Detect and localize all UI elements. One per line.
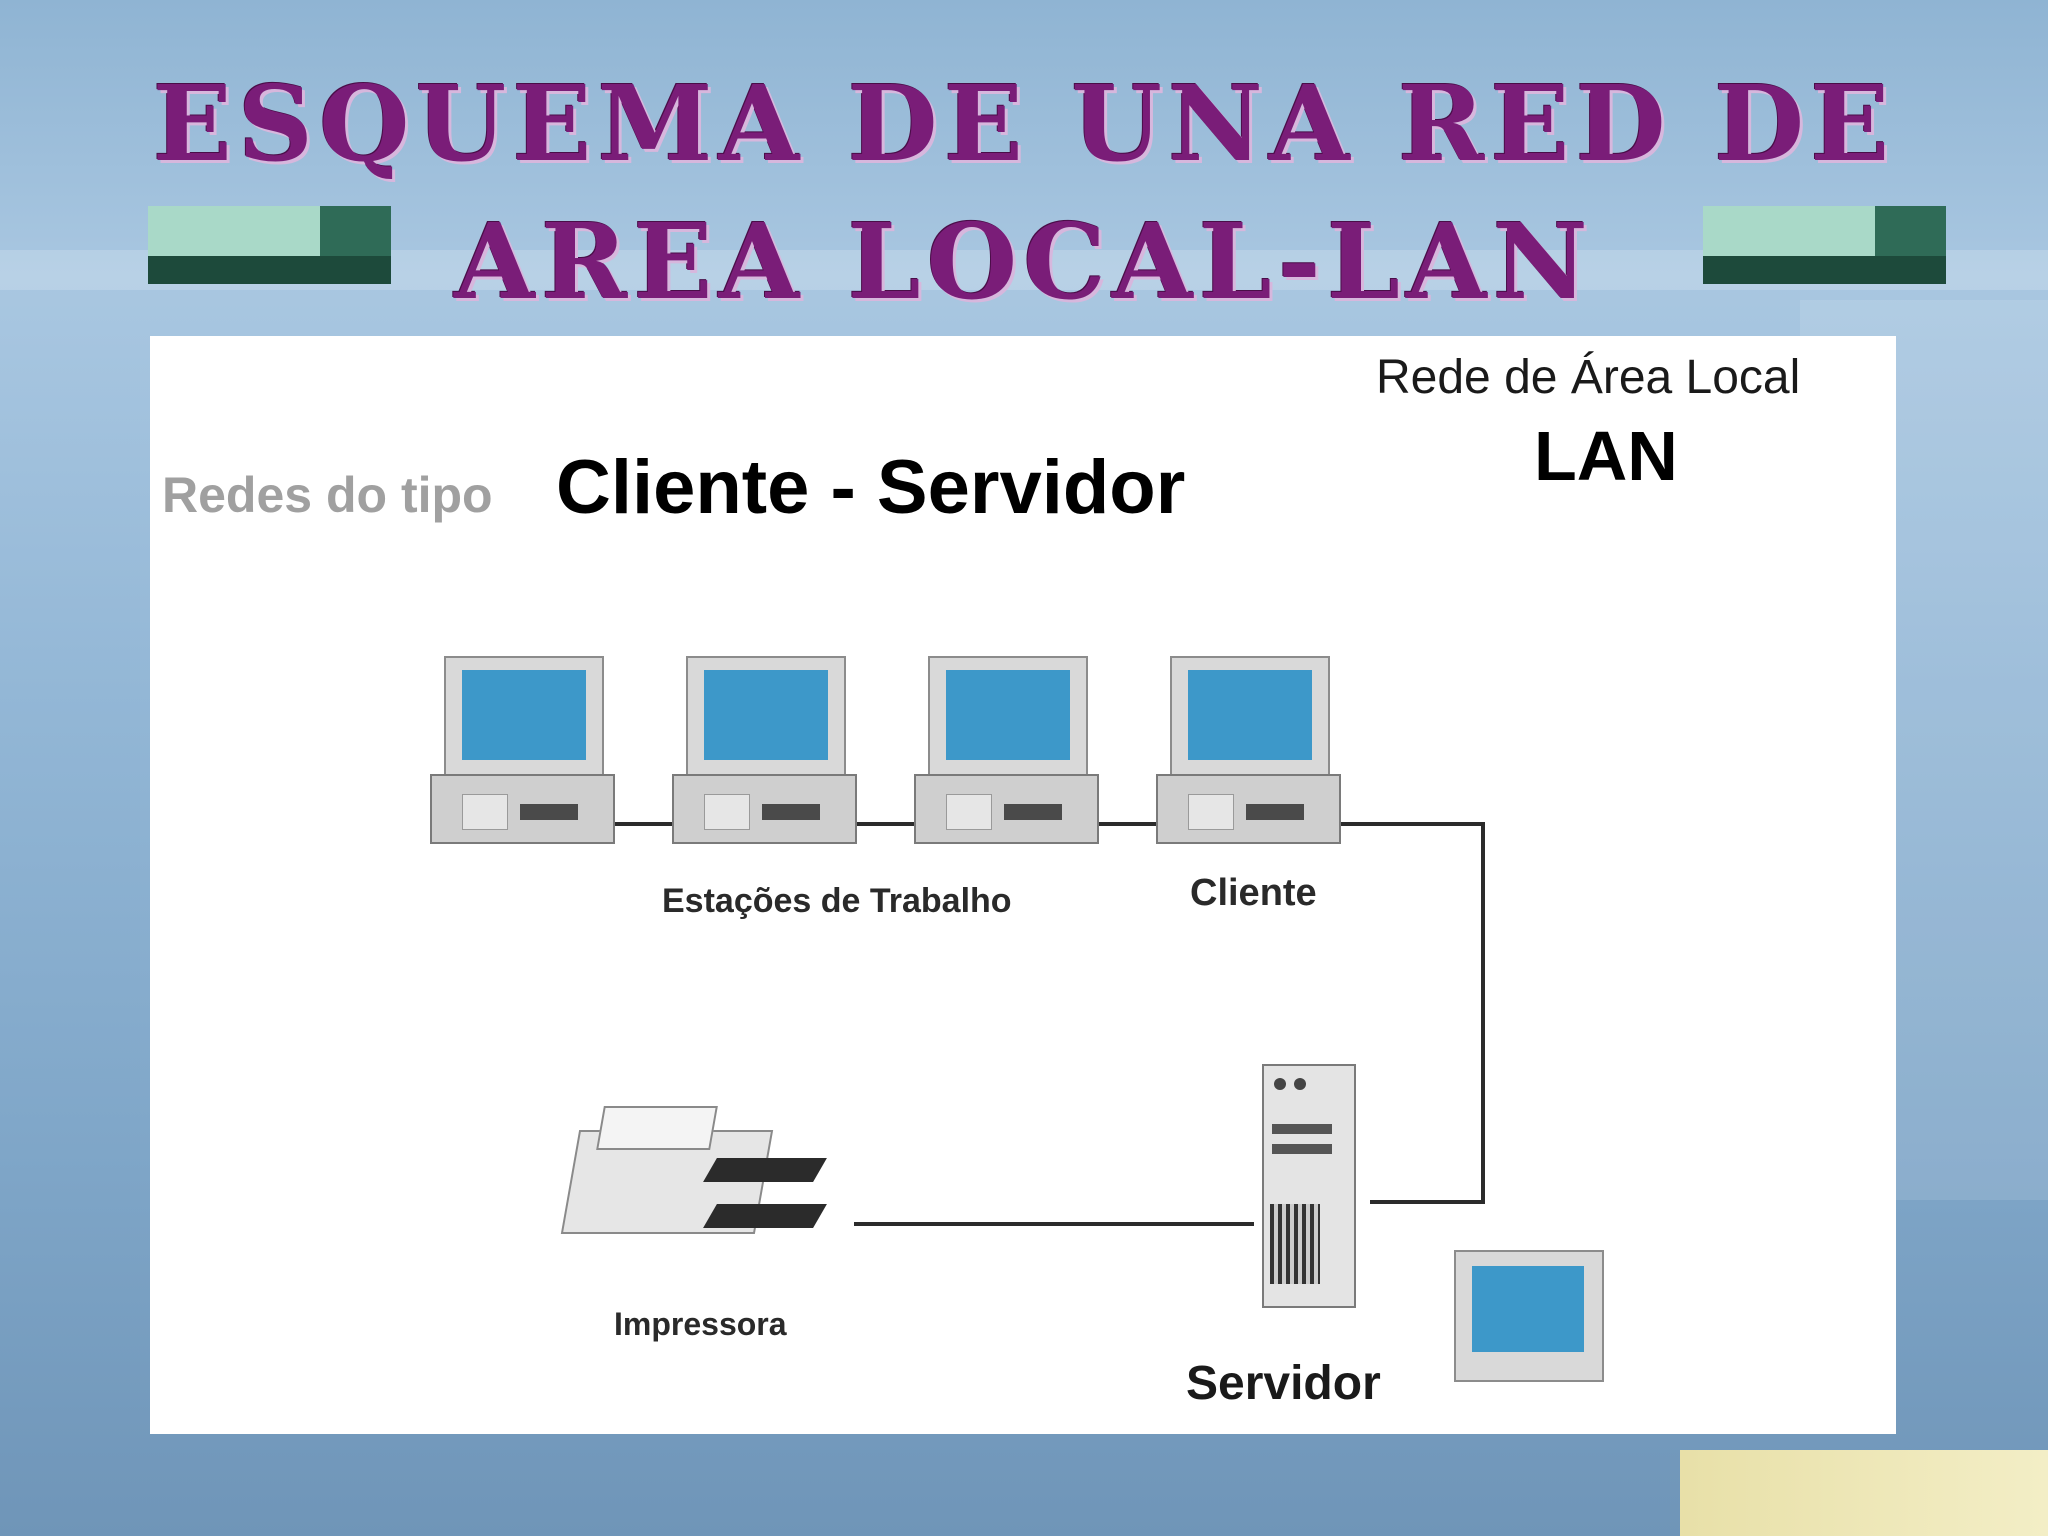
background-corner-highlight — [1680, 1450, 2048, 1536]
diagram-heading: Cliente - Servidor — [556, 445, 1186, 530]
server-label: Servidor — [1186, 1357, 1381, 1410]
network-cable — [857, 822, 914, 826]
client-label: Cliente — [1190, 872, 1317, 914]
network-cable — [1370, 1200, 1485, 1204]
workstation-computer-icon — [914, 656, 1099, 856]
decorative-bar-right — [1703, 206, 1946, 284]
slide-title-line-2: AREA LOCAL-LAN — [454, 200, 1594, 323]
slide-title-line-1: ESQUEMA DE UNA RED DE — [152, 62, 1896, 185]
diagram-panel: Rede de Área Local LAN Redes do tipo Cli… — [150, 336, 1896, 1434]
corner-label: Rede de Área Local — [1376, 351, 1801, 404]
printer-icon — [560, 1106, 830, 1256]
network-cable — [1481, 822, 1485, 1202]
network-cable — [615, 822, 672, 826]
corner-label-lan: LAN — [1534, 417, 1678, 495]
decorative-bar-left — [148, 206, 391, 284]
network-cable — [1341, 822, 1483, 826]
server-tower-icon — [1262, 1064, 1362, 1314]
printer-label: Impressora — [614, 1306, 787, 1342]
server-monitor-icon — [1454, 1250, 1604, 1382]
workstation-computer-icon — [430, 656, 615, 856]
network-cable — [854, 1222, 1254, 1226]
workstation-computer-icon — [672, 656, 857, 856]
workstations-label: Estações de Trabalho — [662, 882, 1012, 920]
diagram-prefix: Redes do tipo — [162, 467, 493, 523]
network-cable — [1099, 822, 1156, 826]
client-computer-icon — [1156, 656, 1341, 856]
